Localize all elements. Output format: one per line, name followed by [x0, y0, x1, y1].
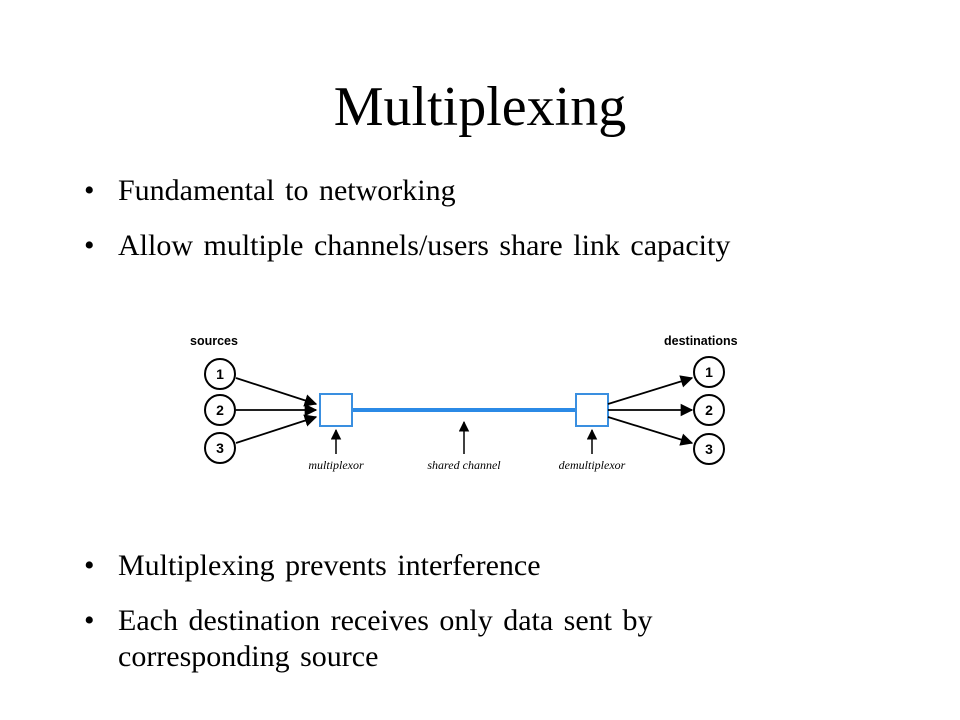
- bullet-text: Each destination receives only data sent…: [118, 604, 653, 673]
- node-number: 2: [216, 402, 224, 418]
- bullet-item: • Multiplexing prevents interference: [84, 548, 884, 584]
- bullet-dot: •: [84, 604, 95, 637]
- bullet-text: Multiplexing prevents interference: [118, 549, 541, 582]
- destination-arrow: [607, 375, 694, 405]
- source-node: 2: [204, 394, 236, 426]
- destination-node: 3: [693, 433, 725, 465]
- bullet-dot: •: [84, 174, 95, 207]
- bullet-item: • Fundamental to networking: [84, 173, 884, 209]
- bullet-item: • Each destination receives only data se…: [84, 603, 784, 675]
- source-arrow: [235, 414, 318, 444]
- destination-node: 1: [693, 356, 725, 388]
- source-node: 3: [204, 432, 236, 464]
- demultiplexor-caption: demultiplexor: [559, 458, 626, 472]
- destinations-label: destinations: [664, 334, 738, 348]
- node-number: 2: [705, 402, 713, 418]
- destination-node: 2: [693, 394, 725, 426]
- multiplexor-caption: multiplexor: [308, 458, 364, 472]
- node-number: 3: [705, 441, 713, 457]
- source-node: 1: [204, 358, 236, 390]
- bullet-text: Allow multiple channels/users share link…: [118, 229, 731, 262]
- bullet-dot: •: [84, 549, 95, 582]
- bullet-text: Fundamental to networking: [118, 174, 456, 207]
- multiplexor-box: [319, 393, 353, 427]
- bullet-dot: •: [84, 229, 95, 262]
- source-arrow: [235, 377, 318, 407]
- multiplexing-diagram: sources destinations 1 2 3 1 2 3 multi: [190, 334, 738, 472]
- demultiplexor-box: [575, 393, 609, 427]
- node-number: 1: [705, 364, 713, 380]
- node-number: 3: [216, 440, 224, 456]
- bullet-item: • Allow multiple channels/users share li…: [84, 228, 884, 264]
- slide-title: Multiplexing: [333, 76, 627, 138]
- sources-label: sources: [190, 334, 238, 348]
- node-number: 1: [216, 366, 224, 382]
- destination-arrow: [607, 416, 694, 446]
- shared-channel-caption: shared channel: [427, 458, 501, 472]
